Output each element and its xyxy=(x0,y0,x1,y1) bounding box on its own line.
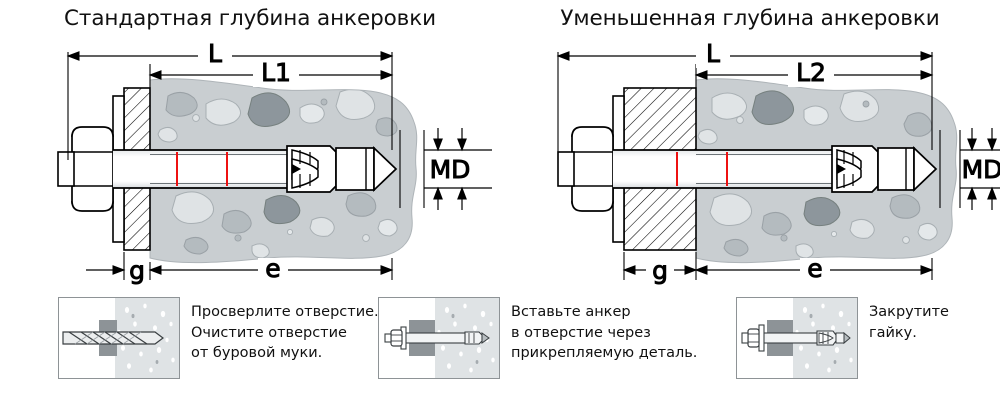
diagram-title-reduced: Уменьшенная глубина анкеровки xyxy=(560,6,940,31)
depth-marker-lines-standard xyxy=(176,152,228,186)
step-3-illustration xyxy=(736,297,858,379)
diagram-reduced-depth: Уменьшенная глубина анкеровки xyxy=(500,0,1000,290)
dim-label-L2-reduced: L2 xyxy=(796,58,826,87)
depth-marker-lines-reduced xyxy=(676,152,728,186)
step-1-illustration xyxy=(58,297,180,379)
dimension-lines-standard: L L1 xyxy=(66,39,492,286)
dim-label-L1-standard: L1 xyxy=(261,58,291,87)
step-2-text: Вставьте анкер в отверстие через прикреп… xyxy=(511,304,698,361)
hex-nut-standard xyxy=(57,126,114,212)
tighten-nut-icon xyxy=(741,324,851,352)
step-2: Вставьте анкер в отверстие через прикреп… xyxy=(378,292,708,400)
expansion-sleeve-standard xyxy=(286,145,398,193)
diagram-standard-depth: Стандартная глубина анкеровки xyxy=(0,0,500,290)
step-2-illustration xyxy=(378,297,500,379)
bolt-shaft-standard xyxy=(113,149,293,189)
dim-label-g-reduced: g xyxy=(652,256,668,285)
expansion-sleeve-reduced xyxy=(831,145,938,193)
step-3-text: Закрутите гайку. xyxy=(869,304,949,341)
dim-label-L-standard: L xyxy=(208,39,222,68)
drill-bit-icon xyxy=(62,331,164,345)
installation-steps: Просверлите отверстие. Очистите отверсти… xyxy=(0,292,1000,400)
anchor-insert-icon xyxy=(384,326,490,350)
diagram-reduced-graphic: L L2 xyxy=(500,0,1000,290)
dim-label-e-standard: e xyxy=(265,254,280,283)
bolt-shaft-reduced xyxy=(613,149,838,189)
step-1-text: Просверлите отверстие. Очистите отверсти… xyxy=(191,304,379,361)
attached-part-standard xyxy=(123,87,151,251)
hex-nut-reduced xyxy=(557,126,614,212)
step-1: Просверлите отверстие. Очистите отверсти… xyxy=(58,292,379,400)
diagram-standard-graphic: L L1 xyxy=(0,0,500,290)
diagram-title-standard: Стандартная глубина анкеровки xyxy=(63,6,437,31)
dim-label-MD-standard: MD xyxy=(430,155,471,184)
dimension-lines-reduced: L L2 xyxy=(556,39,1000,286)
dim-label-e-reduced: e xyxy=(807,254,822,283)
dim-label-MD-reduced: MD xyxy=(962,155,1000,184)
dim-label-L-reduced: L xyxy=(706,39,720,68)
step-3: Закрутите гайку. xyxy=(736,292,1000,400)
dim-label-g-standard: g xyxy=(129,256,145,285)
attached-part-reduced xyxy=(623,87,697,251)
